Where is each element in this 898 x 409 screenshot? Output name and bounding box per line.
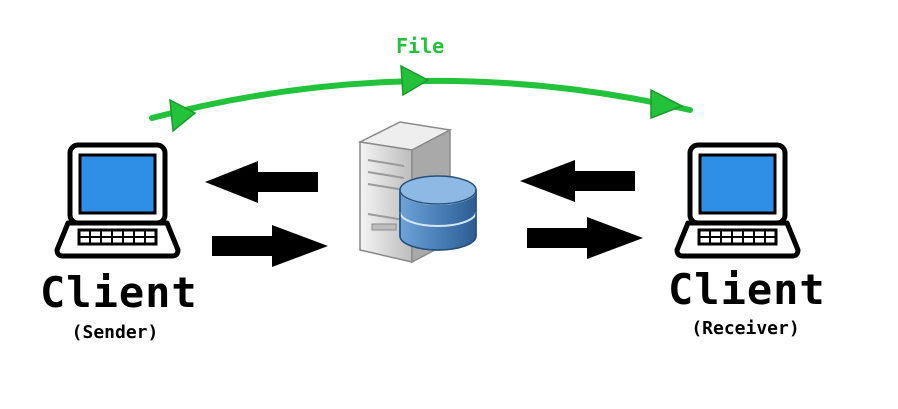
arrow-to-sender [205,161,318,203]
sender-laptop-icon [54,142,181,259]
file-label: File [396,34,445,58]
file-transfer-path [149,64,693,133]
arrow-to-receiver [527,217,643,259]
sender-subtitle: (Sender) [71,322,159,343]
arrow-to-server [520,160,635,202]
transfer-arrowhead-left [169,98,197,133]
receiver-title: Client [668,265,826,314]
transfer-arc [149,77,693,121]
sender-arrows [205,161,328,267]
sender-title: Client [40,268,198,317]
transfer-arrowhead-middle [400,64,430,97]
arrow-from-sender [212,225,328,267]
database-icon [399,175,477,251]
receiver-subtitle: (Receiver) [691,318,800,339]
transfer-arrowhead-right [650,88,684,120]
receiver-arrows [520,160,643,259]
receiver-laptop-icon [674,142,801,259]
